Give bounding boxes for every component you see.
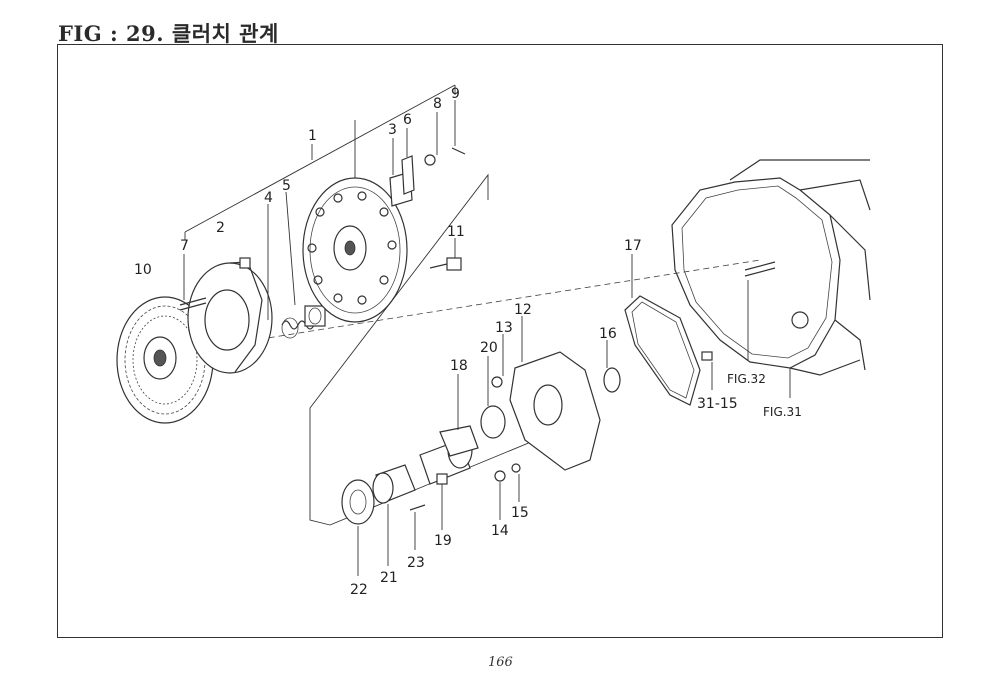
callout-8: 8 [433,96,442,112]
part-13-bolt [491,334,504,388]
part-23-pin [409,504,426,550]
part-9-pin [451,100,466,155]
callout-2: 2 [216,220,225,236]
part-7-stud-bolt [179,254,207,311]
page-title: FIG : 29. 클러치 관계 [58,21,279,46]
callout-4: 4 [264,190,273,206]
part-5-bushing [285,191,326,327]
callout-5: 5 [282,178,291,194]
part-2-pressure-plate [187,257,273,374]
callout-9: 9 [451,86,460,102]
callout-31-15: 31-15 [697,396,738,412]
callout-15: 15 [511,505,529,521]
callout-11: 11 [447,224,465,240]
transmission-case [671,159,871,398]
part-1-flywheel [302,177,408,323]
callout-6: 6 [403,112,412,128]
part-16-snap-ring [603,340,621,393]
part-11-bolt [429,238,462,271]
callout-20: 20 [480,340,498,356]
part-19-bolt [436,473,448,530]
page-number: 166 [488,655,513,670]
part-20-o-ring [480,356,506,439]
part-12-housing-plate [509,316,601,471]
callout-14: 14 [491,523,509,539]
callout-3: 3 [388,122,397,138]
callout-18: 18 [450,358,468,374]
part-31-15-plug [701,351,713,390]
callout-13: 13 [495,320,513,336]
part-21-bearing-carrier [372,464,416,566]
callout-19: 19 [434,533,452,549]
part-6-bracket [401,128,415,195]
callout-22: 22 [350,582,368,598]
callout-23: 23 [407,555,425,571]
part-4-spring [267,204,315,339]
callout-17: 17 [624,238,642,254]
assembly-bracket-1 [184,84,456,240]
part-15-washer [511,463,521,502]
callout-labels: 1 2 3 4 5 6 7 8 9 10 11 12 13 14 15 16 1… [134,86,802,598]
part-8-washer [424,112,438,166]
part-14-nut [494,470,506,520]
part-18-release-hub [419,374,479,485]
diagram-frame [57,44,943,638]
callout-16: 16 [599,326,617,342]
part-17-gasket [624,254,701,406]
callout-7: 7 [180,238,189,254]
callout-12: 12 [514,302,532,318]
callout-1: 1 [308,128,317,144]
callout-10: 10 [134,262,152,278]
figure-ref-fig31: FIG.31 [763,405,802,419]
figure-ref-fig32: FIG.32 [727,372,766,386]
callout-21: 21 [380,570,398,586]
part-22-release-bearing [341,479,375,576]
